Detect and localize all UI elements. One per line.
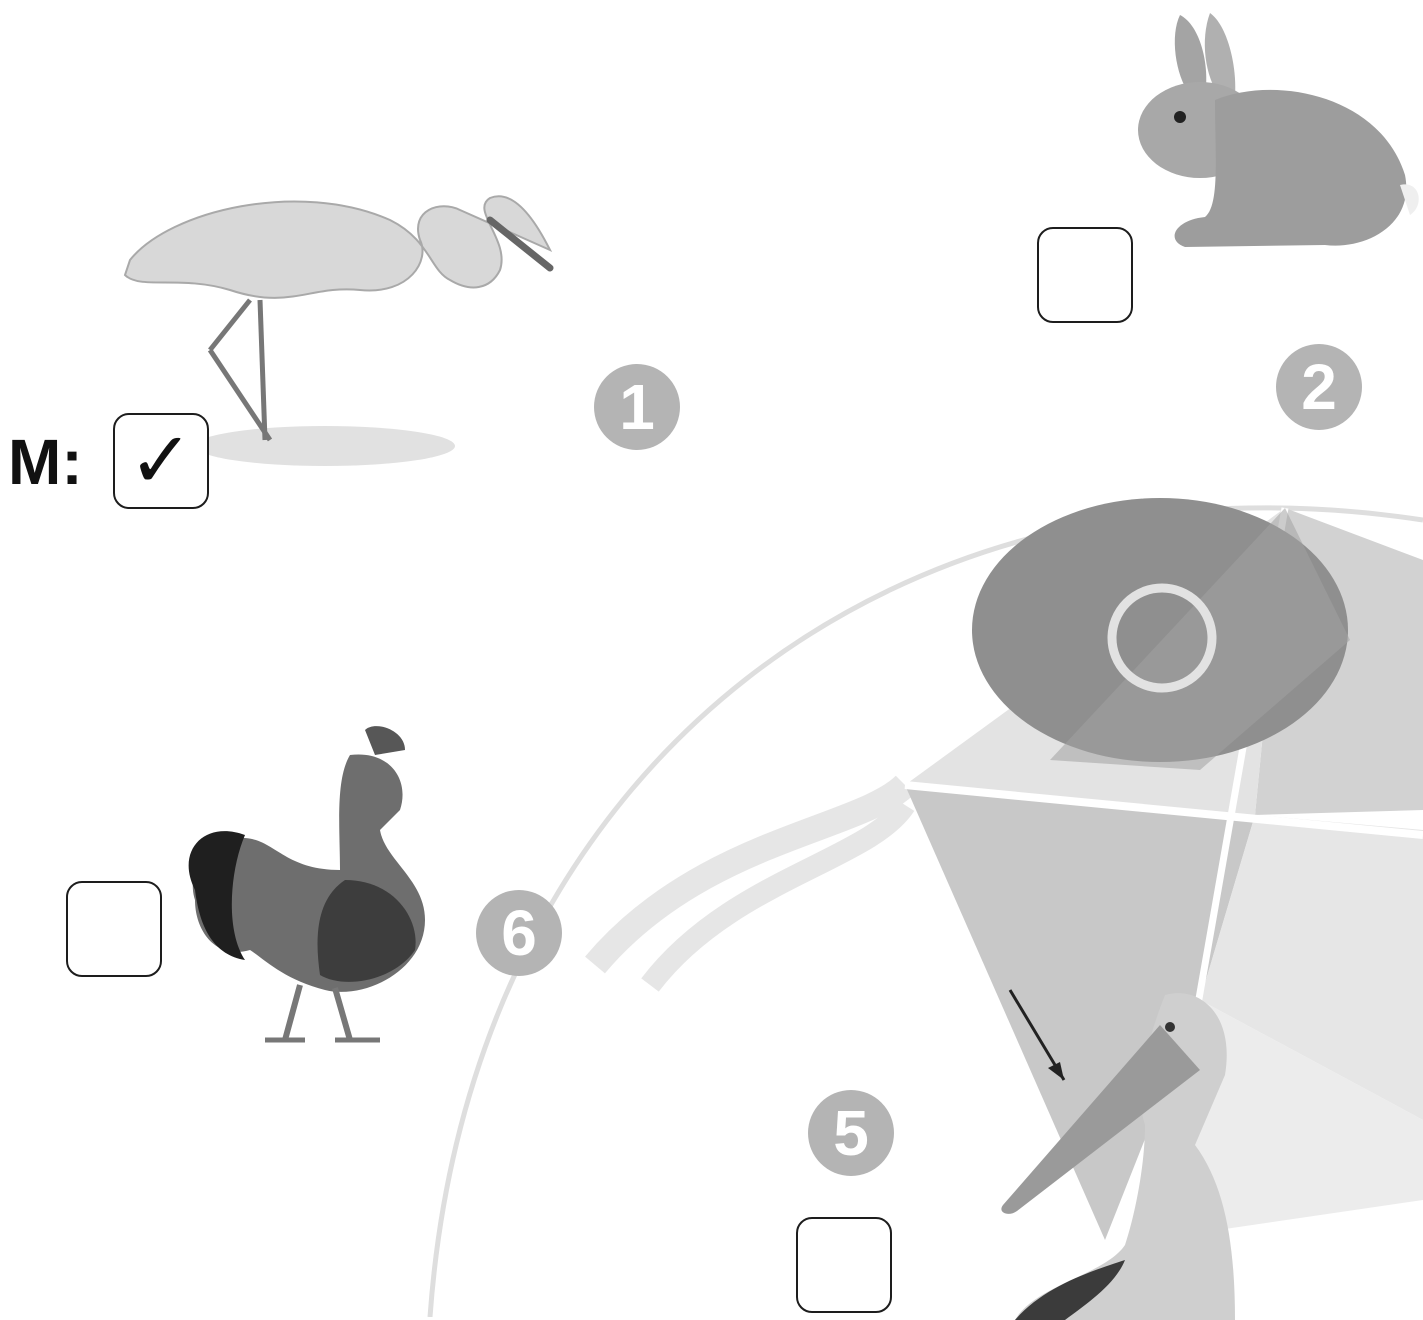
kite-ring [1107, 583, 1217, 693]
checkbox-rooster[interactable] [66, 881, 162, 977]
checkbox-rabbit[interactable] [1037, 227, 1133, 323]
badge-number-6: 6 [476, 890, 562, 976]
example-label: M: [8, 426, 83, 498]
checkbox-pelican[interactable] [796, 1217, 892, 1313]
rabbit-illustration [1138, 13, 1419, 248]
rooster-illustration [188, 726, 425, 1043]
heron-illustration [123, 195, 554, 466]
pelican-illustration [1001, 993, 1235, 1320]
checkbox-heron[interactable]: ✓ [113, 413, 209, 509]
arrow-pointer [1008, 989, 1066, 1081]
badge-number-2: 2 [1276, 344, 1362, 430]
kite-tail [585, 775, 915, 992]
checkmark-icon: ✓ [128, 416, 194, 506]
badge-number-5: 5 [808, 1090, 894, 1176]
badge-number-1: 1 [594, 364, 680, 450]
